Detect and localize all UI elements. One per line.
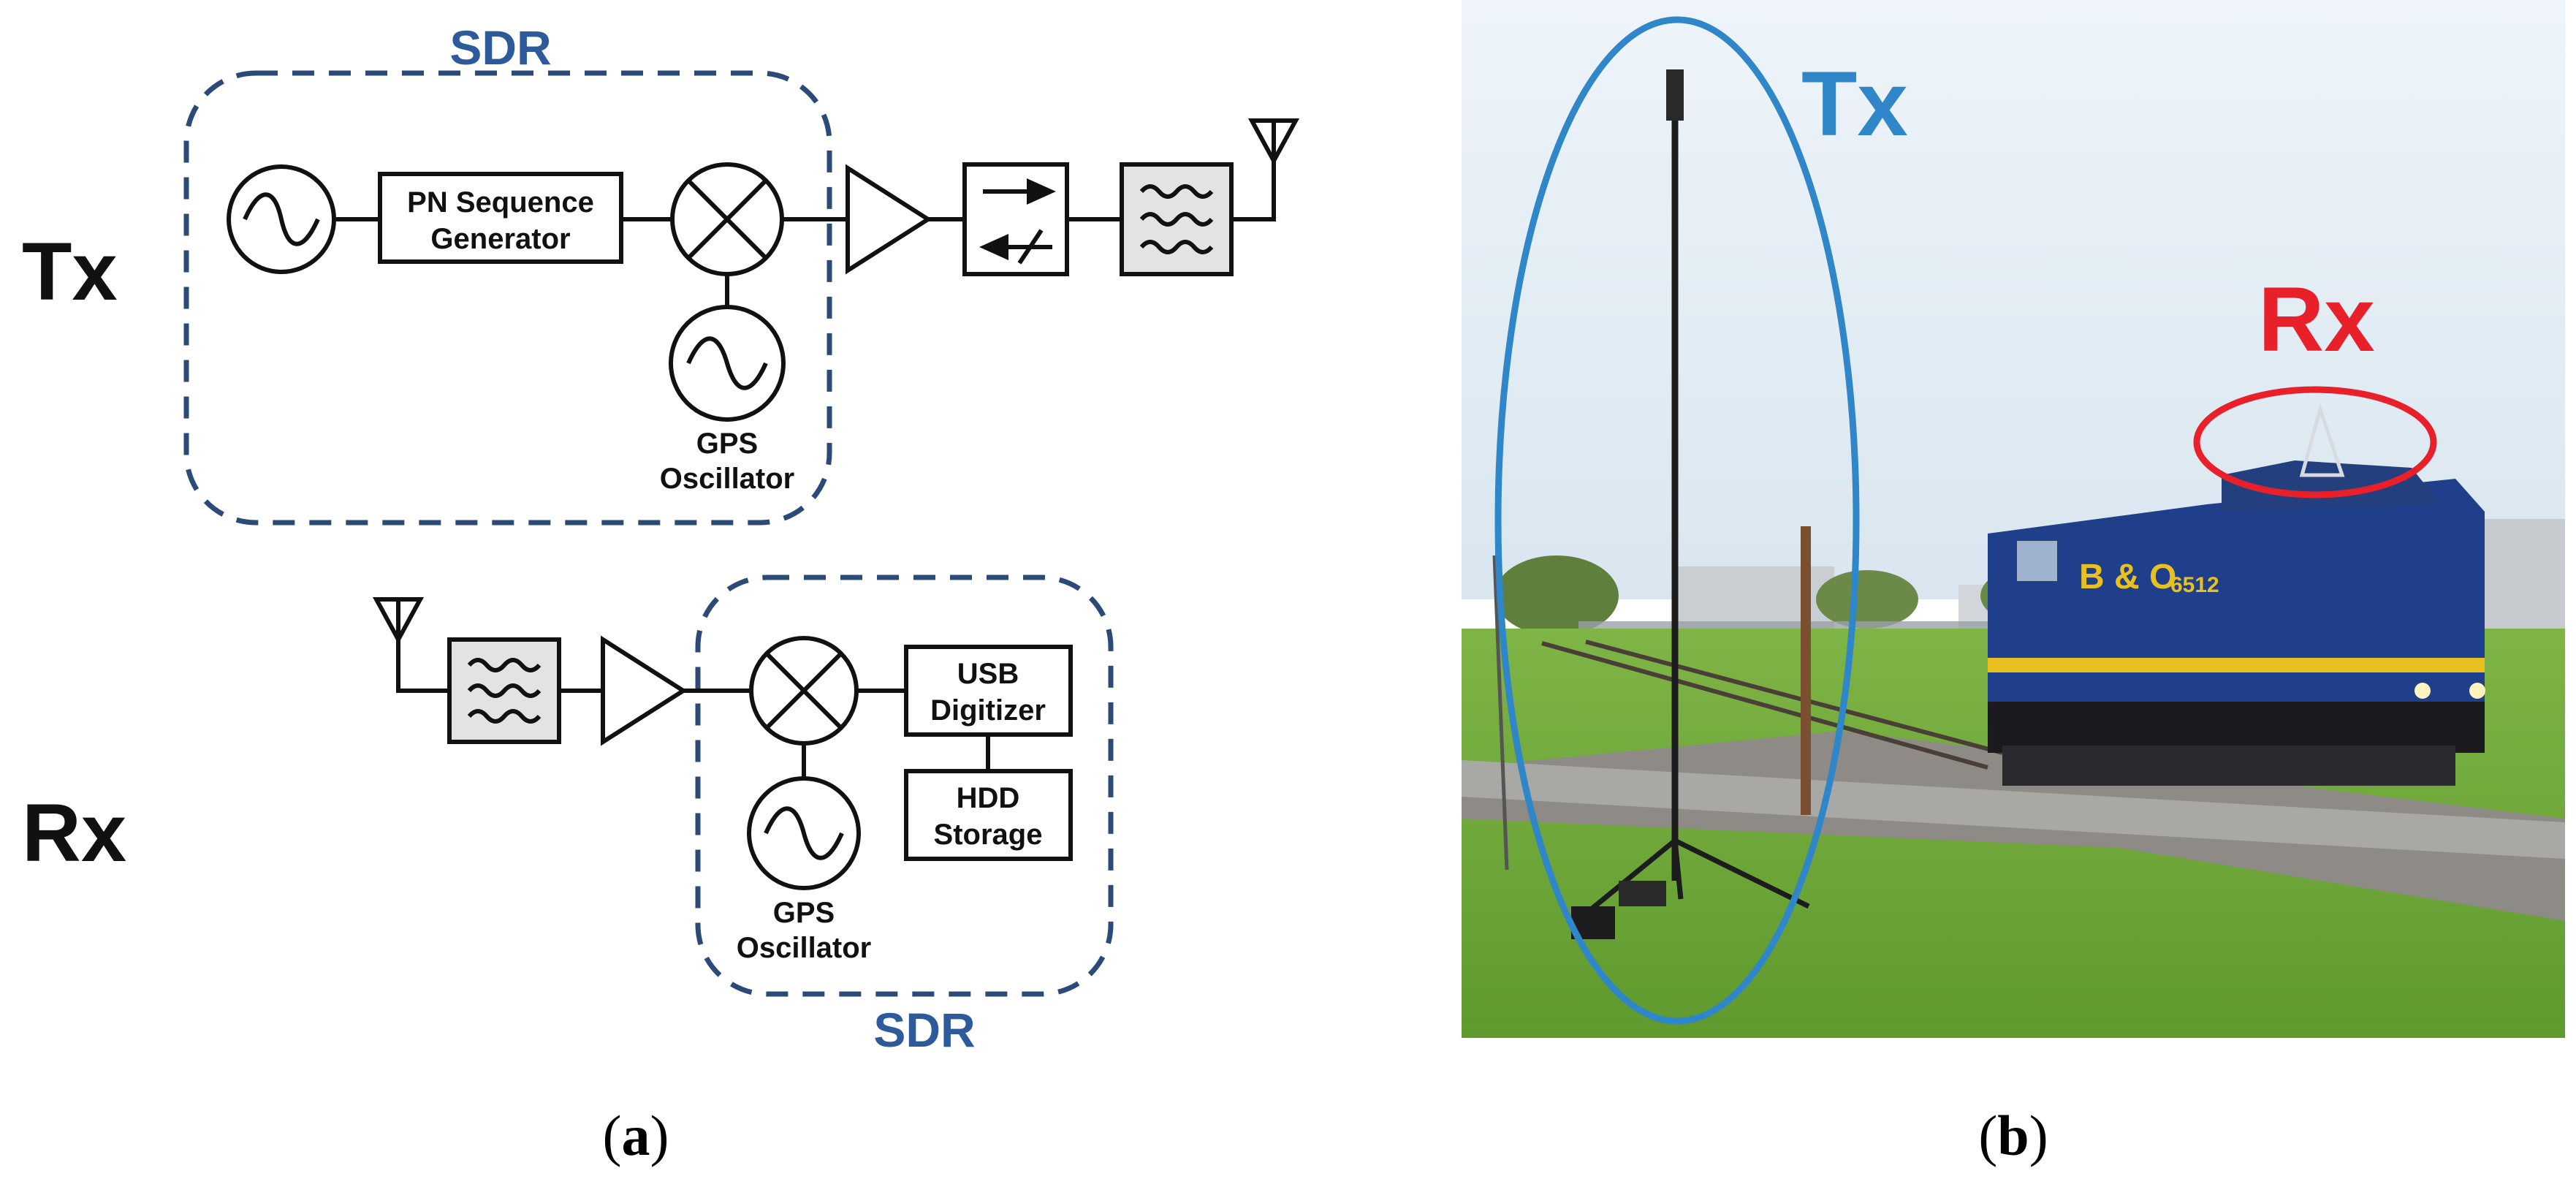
tx-antenna-icon <box>1247 118 1300 166</box>
rooftop-antenna <box>2299 403 2345 477</box>
tx-sdr-boundary <box>183 70 832 526</box>
hdd-line-2: Storage <box>934 819 1043 851</box>
tx-sdr-label: SDR <box>449 20 551 75</box>
locomotive-trucks <box>2002 746 2455 786</box>
rx-gps-oscillator-icon <box>747 776 861 890</box>
locomotive-frame <box>1988 702 2485 753</box>
photo-rx-label: Rx <box>2258 269 2375 371</box>
road <box>1462 760 2565 859</box>
rail-2 <box>1585 640 2003 755</box>
panel-a-block-diagram: Tx SDR PN Sequence Generator <box>22 20 1300 1167</box>
tx-gps-line-1: GPS <box>696 428 758 460</box>
rx-amplifier-icon <box>601 635 688 746</box>
locomotive-body <box>1988 479 2485 746</box>
tree-1 <box>1494 555 1619 636</box>
tree-2 <box>1816 570 1918 629</box>
photo-tx-label: Tx <box>1801 53 1908 155</box>
hdd-storage-block: HDD Storage <box>904 769 1073 861</box>
locomotive-number: 6512 <box>2170 573 2219 597</box>
tx-wire-7 <box>1231 153 1276 221</box>
cab-window <box>2017 541 2057 581</box>
mast-antenna-head <box>1666 69 1684 121</box>
tx-gps-line-2: Oscillator <box>660 463 795 495</box>
tx-amplifier-icon <box>846 164 932 275</box>
pn-line-2: Generator <box>430 223 570 255</box>
tx-label: Tx <box>22 226 118 317</box>
usb-line-1: USB <box>957 658 1019 690</box>
panel-b-field-photo: B & O 6512 Tx Rx (b <box>1462 0 2565 1167</box>
photo-scene: B & O 6512 <box>1462 0 2565 1038</box>
rx-bandpass-filter-icon <box>447 637 561 744</box>
rx-antenna-icon <box>372 597 425 645</box>
locomotive-stripe <box>1988 658 2485 672</box>
tx-bandpass-filter-icon <box>1120 162 1234 276</box>
rx-sdr-label: SDR <box>873 1003 975 1057</box>
locomotive-hood <box>2222 460 2441 512</box>
rx-mixer-icon <box>749 636 859 746</box>
tripod-leg-left <box>1584 838 1677 916</box>
thin-pole <box>1492 555 1509 871</box>
locomotive: B & O 6512 <box>1988 403 2485 786</box>
caption-b: (b) <box>1978 1104 2048 1167</box>
usb-digitizer-block: USB Digitizer <box>904 645 1073 737</box>
rx-wire-1 <box>396 636 449 693</box>
pn-sequence-generator-block: PN Sequence Generator <box>378 172 623 264</box>
pn-line-1: PN Sequence <box>407 186 594 219</box>
rx-chain: Rx SDR <box>22 574 1114 1057</box>
headlight-right <box>2469 683 2485 699</box>
tx-mixer-icon <box>670 162 784 276</box>
tx-gps-oscillator-icon <box>669 305 786 422</box>
caption-a: (a) <box>603 1104 669 1167</box>
tx-highlight-ellipse <box>1494 16 1860 1025</box>
rx-gps-line-2: Oscillator <box>737 932 872 964</box>
tx-isolator-icon <box>962 162 1069 276</box>
wooden-post <box>1801 526 1811 815</box>
tx-oscillator-icon <box>227 164 336 274</box>
headlight-left <box>2414 683 2431 699</box>
rx-gps-line-1: GPS <box>773 897 835 929</box>
equipment-case-2 <box>1619 881 1666 906</box>
rail-1 <box>1541 641 1988 770</box>
hdd-line-1: HDD <box>957 782 1020 814</box>
tripod-leg-right <box>1673 838 1810 909</box>
rx-sdr-boundary <box>695 574 1114 997</box>
usb-line-2: Digitizer <box>930 694 1046 727</box>
rx-highlight-ellipse <box>2193 386 2437 498</box>
tripod-leg-center <box>1672 840 1684 900</box>
rx-label: Rx <box>22 787 126 879</box>
locomotive-logo: B & O <box>2079 558 2176 596</box>
tx-chain: Tx SDR PN Sequence Generator <box>22 20 1300 526</box>
